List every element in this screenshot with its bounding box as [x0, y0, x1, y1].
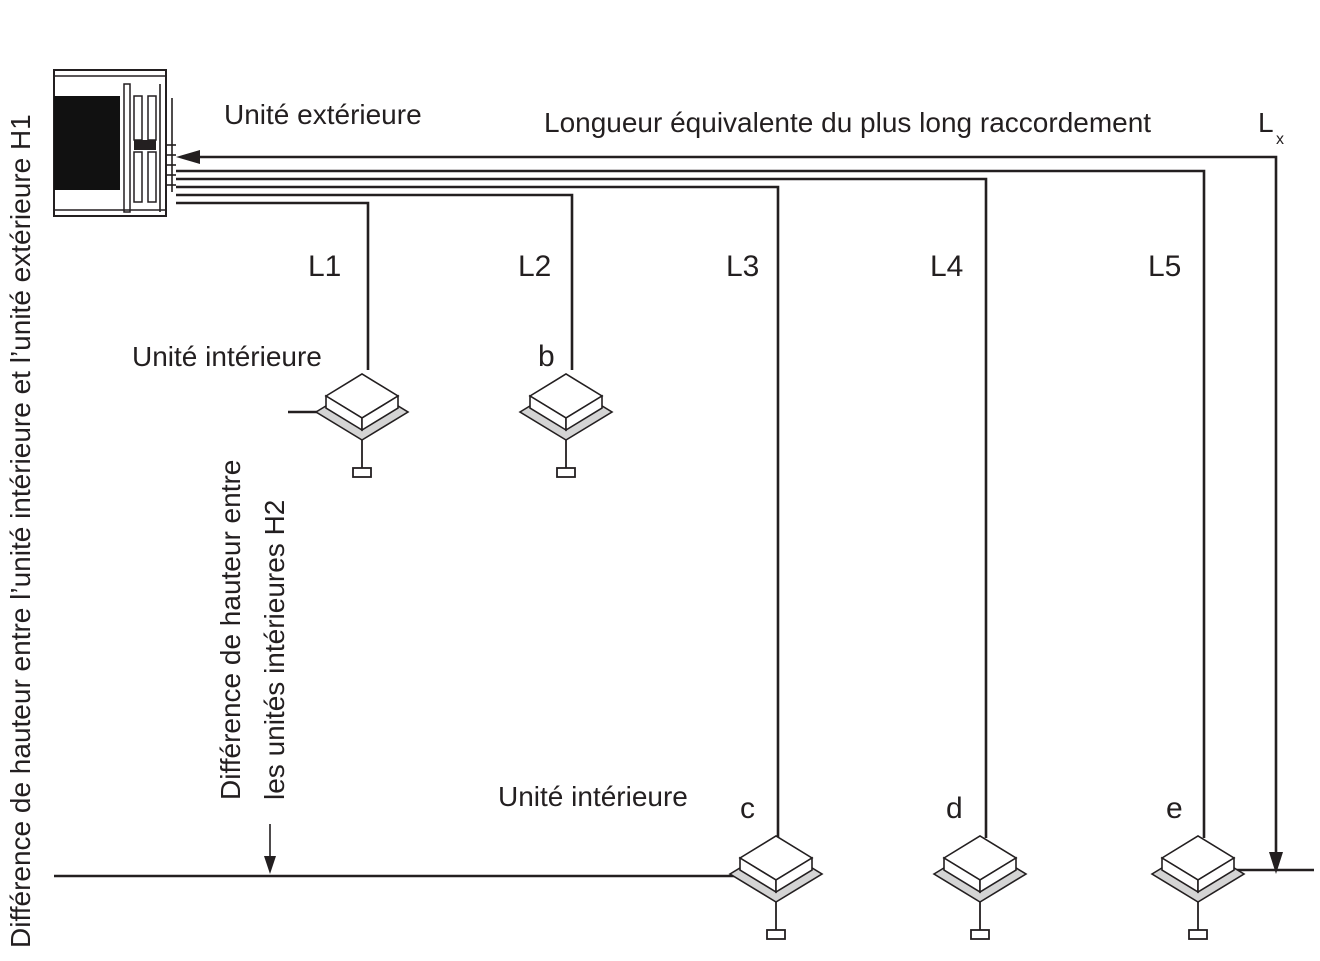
pipe-l2 — [176, 193, 574, 370]
outdoor-unit-label: Unité extérieure — [224, 99, 422, 130]
indoor-unit-letter-c: c — [740, 792, 755, 825]
arrow-down-icon — [1269, 852, 1283, 874]
pipe-label-l3: L3 — [726, 250, 759, 283]
indoor-unit-c-icon — [729, 835, 823, 940]
longest-pipe-symbol: L — [1258, 107, 1274, 138]
pipe-label-l2: L2 — [518, 250, 551, 283]
indoor-unit-top-label: Unité intérieure — [132, 341, 322, 372]
indoor-unit-letter-e: e — [1166, 792, 1183, 825]
pipe-label-l4: L4 — [930, 250, 963, 283]
pipe-l5 — [176, 169, 1206, 838]
arrow-left-icon — [176, 150, 200, 164]
indoor-unit-e-icon — [1151, 835, 1245, 940]
pipe-label-l5: L5 — [1148, 250, 1181, 283]
indoor-unit-d-icon — [933, 835, 1027, 940]
indoor-unit-bottom-label: Unité intérieure — [498, 781, 688, 812]
pipe-l4 — [176, 177, 988, 838]
longest-pipe-label: Longueur équivalente du plus long raccor… — [544, 107, 1151, 138]
longest-pipe-subscript: x — [1276, 131, 1284, 148]
longest-pipe-lx — [190, 155, 1278, 862]
pipe-lines — [176, 150, 1283, 874]
pipe-l3 — [176, 185, 780, 838]
indoor-unit-a-icon — [315, 373, 409, 478]
height-difference-h2-line2: les unités intérieures H2 — [259, 500, 290, 800]
height-difference-h1-label: Différence de hauteur entre l’unité inté… — [5, 114, 36, 948]
height-difference-h2-line1: Différence de hauteur entre — [215, 460, 246, 800]
h2-arrow-icon — [264, 824, 276, 874]
indoor-unit-letter-b: b — [538, 340, 555, 373]
indoor-unit-letter-d: d — [946, 792, 963, 825]
outdoor-unit-icon — [53, 69, 176, 217]
pipe-label-l1: L1 — [308, 250, 341, 283]
indoor-unit-b-icon — [519, 373, 613, 478]
pipe-l1 — [176, 201, 370, 370]
